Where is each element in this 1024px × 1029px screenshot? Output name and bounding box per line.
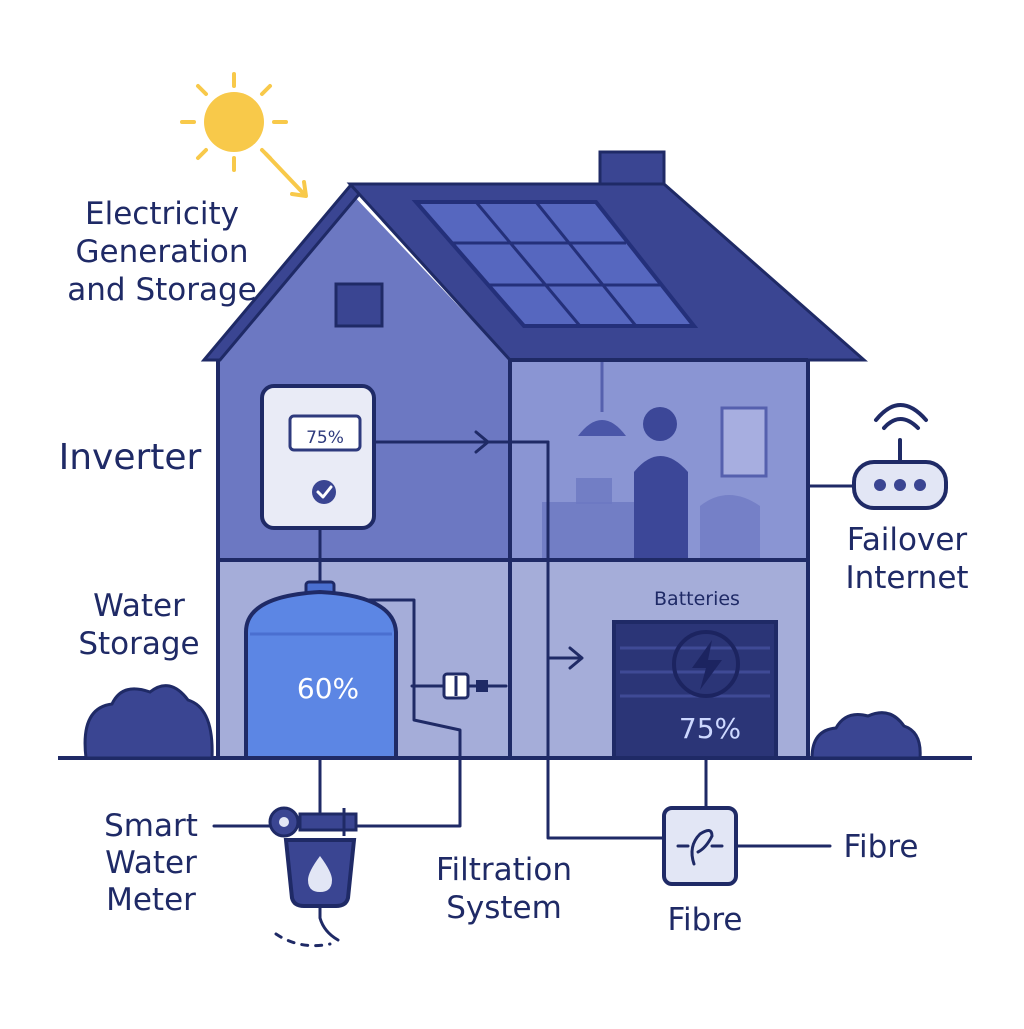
smart-water-meter (268, 806, 358, 948)
lightning-icon (672, 630, 740, 698)
sunlight-arrow (264, 152, 308, 198)
sun-icon (180, 72, 288, 172)
gable-wall (218, 192, 510, 360)
wiring (212, 430, 854, 848)
house-outline (216, 358, 810, 758)
check-icon (312, 480, 336, 504)
fibre-label-bottom: Fibre (667, 902, 743, 938)
inverter-label: Inverter (58, 437, 202, 478)
battery-level-value: 75% (678, 712, 742, 745)
fibre-label-right: Fibre (843, 829, 919, 865)
wifi-icon (874, 403, 928, 464)
fibre-icon (676, 829, 724, 866)
bush-left (83, 684, 214, 760)
water-drop-icon (308, 856, 332, 892)
solar-panel-icon (411, 200, 699, 328)
attic-window (334, 282, 384, 328)
inverter-display (288, 414, 362, 452)
batteries-label: Batteries (654, 588, 740, 610)
router-icon (852, 460, 948, 510)
water-level-value: 60% (296, 672, 360, 705)
bush-right (810, 711, 922, 760)
inverter-unit (260, 384, 376, 530)
water-tank (244, 580, 398, 760)
battery-unit (612, 620, 778, 760)
fibre-box (662, 806, 738, 886)
inverter-display-value: 75% (306, 428, 344, 448)
living-room-scene (542, 362, 768, 560)
filtration-valve (442, 672, 488, 700)
